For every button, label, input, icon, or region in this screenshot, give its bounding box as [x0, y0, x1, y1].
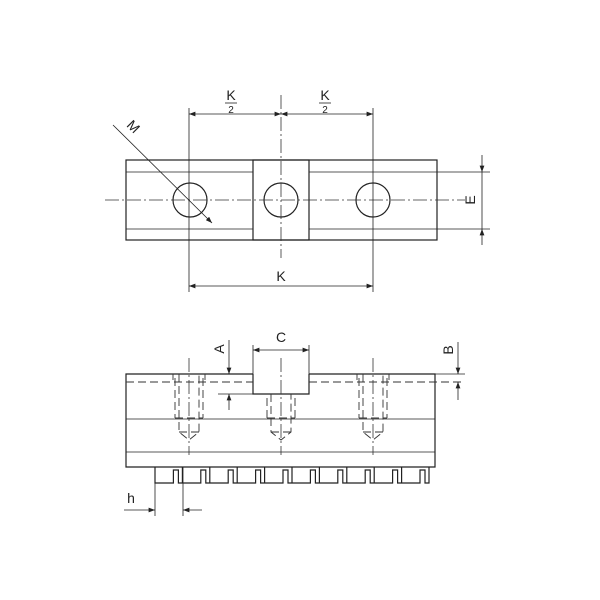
label-e: E [462, 195, 478, 204]
jaw-body-side [125, 373, 436, 468]
label-h: h [127, 490, 135, 506]
label-k-half-right-den: 2 [322, 105, 328, 116]
thread-hole-hidden [362, 374, 384, 441]
teeth-profile [154, 467, 430, 484]
dim-m-leader [112, 124, 213, 224]
label-k: K [276, 268, 286, 284]
thread-hole-hidden [178, 374, 200, 441]
label-c: C [276, 329, 286, 345]
label-a: A [211, 344, 227, 354]
label-m: M [124, 117, 144, 137]
label-k-half-left-num: K [226, 87, 236, 103]
label-k-half-right-num: K [320, 87, 330, 103]
label-k-half-left-den: 2 [228, 105, 234, 116]
side-view: C A B h [124, 329, 465, 516]
label-b: B [440, 345, 456, 354]
counterbore [172, 374, 206, 380]
top-view: K 2 K 2 K M E [105, 87, 490, 292]
bolt-hole-hidden [174, 378, 204, 419]
bolt-hole-hidden [266, 398, 296, 419]
counterbore [356, 374, 390, 380]
bolt-hole-hidden [358, 378, 388, 419]
thread-hole-hidden [270, 394, 292, 441]
